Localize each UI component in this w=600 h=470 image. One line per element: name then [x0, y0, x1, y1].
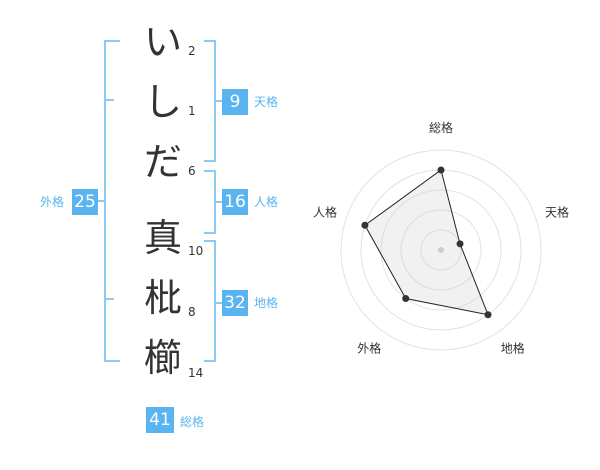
- radar-axis-label: 地格: [501, 341, 525, 356]
- radar-grid-ring: [400, 209, 482, 291]
- radar-point-1: [437, 166, 445, 174]
- stroke-count-6: 14: [188, 366, 204, 380]
- gaikaku-badge: 25: [72, 189, 98, 215]
- radar-grid-ring: [380, 189, 502, 311]
- bracket-connector: [214, 201, 222, 203]
- stroke-count-4: 10: [188, 244, 204, 258]
- name-char-2: し: [143, 80, 182, 124]
- name-char-1: い: [143, 20, 182, 64]
- radar-point-3: [484, 311, 492, 319]
- radar-axis-label: 天格: [545, 204, 569, 219]
- bracket-tick: [104, 99, 114, 101]
- bracket-tick: [104, 298, 114, 300]
- radar-point-5: [361, 221, 369, 229]
- tenkaku-badge: 9: [222, 89, 248, 115]
- stroke-count-3: 6: [188, 164, 196, 178]
- radar-point-4: [402, 295, 410, 303]
- jinkaku-badge: 16: [222, 189, 248, 215]
- radar-axis-label: 総格: [429, 120, 453, 135]
- name-char-3: だ: [143, 140, 182, 184]
- radar-point-2: [456, 240, 464, 248]
- radar-center-dot: [438, 247, 444, 253]
- name-char-5: 枇: [143, 276, 182, 320]
- name-char-4: 真: [143, 216, 182, 260]
- stroke-count-5: 8: [188, 305, 196, 319]
- stroke-count-1: 2: [188, 44, 196, 58]
- bracket-connector: [214, 302, 222, 304]
- soukaku-badge: 41: [146, 407, 174, 433]
- chikaku-label: 地格: [254, 296, 279, 310]
- radar-axis-label: 外格: [357, 341, 381, 356]
- radar-grid-ring: [420, 229, 462, 271]
- chikaku-badge: 32: [222, 290, 248, 316]
- radar-axis-label: 人格: [313, 204, 337, 219]
- jinkaku-label: 人格: [254, 195, 279, 209]
- gaikaku-label: 外格: [40, 195, 65, 209]
- bracket-connector: [214, 100, 222, 102]
- stroke-count-2: 1: [188, 104, 196, 118]
- chikaku-bracket: [204, 240, 216, 362]
- soukaku-label: 総格: [180, 415, 205, 429]
- name-char-6: 櫛: [143, 336, 182, 380]
- bracket-connector: [98, 200, 106, 202]
- radar-polygon: [364, 169, 489, 316]
- radar-grid-ring: [340, 149, 542, 351]
- tenkaku-label: 天格: [254, 95, 279, 109]
